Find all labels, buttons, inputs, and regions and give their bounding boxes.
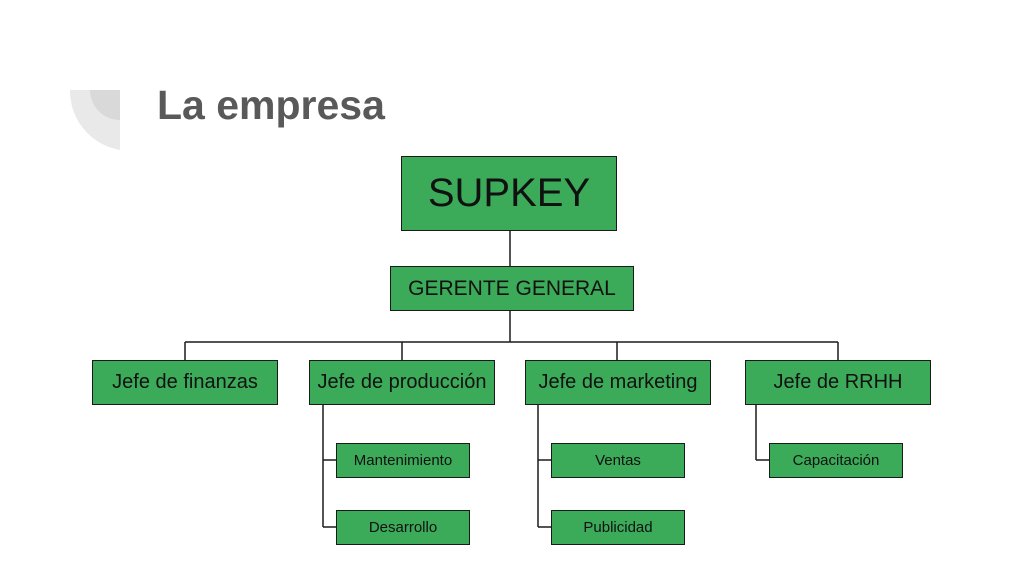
org-node-capacitacion: Capacitación	[769, 443, 903, 478]
org-node-label: Desarrollo	[368, 519, 438, 536]
org-node-root-label: SUPKEY	[427, 171, 591, 215]
org-node-label: Jefe de marketing	[538, 371, 698, 393]
org-node-ventas: Ventas	[551, 443, 685, 478]
org-node-label: Jefe de producción	[317, 371, 487, 393]
corner-decoration	[69, 90, 120, 150]
org-node-general-manager-label: GERENTE GENERAL	[408, 276, 616, 300]
org-node-publicidad: Publicidad	[551, 510, 685, 545]
org-node-label: Publicidad	[583, 519, 653, 536]
org-node-label: Capacitación	[792, 452, 880, 469]
org-node-label: Ventas	[595, 452, 641, 469]
org-node-jefe-finanzas: Jefe de finanzas	[92, 360, 278, 405]
org-node-jefe-rrhh: Jefe de RRHH	[745, 360, 931, 405]
org-node-mantenimiento: Mantenimiento	[336, 443, 470, 478]
org-node-root: SUPKEY	[401, 156, 617, 231]
org-node-label: Jefe de finanzas	[112, 371, 258, 393]
org-node-general-manager: GERENTE GENERAL	[390, 266, 634, 311]
org-node-jefe-marketing: Jefe de marketing	[525, 360, 711, 405]
org-node-label: Jefe de RRHH	[773, 371, 903, 393]
org-node-jefe-produccion: Jefe de producción	[309, 360, 495, 405]
org-node-desarrollo: Desarrollo	[336, 510, 470, 545]
slide-title: La empresa	[157, 82, 385, 128]
org-node-label: Mantenimiento	[353, 452, 453, 469]
